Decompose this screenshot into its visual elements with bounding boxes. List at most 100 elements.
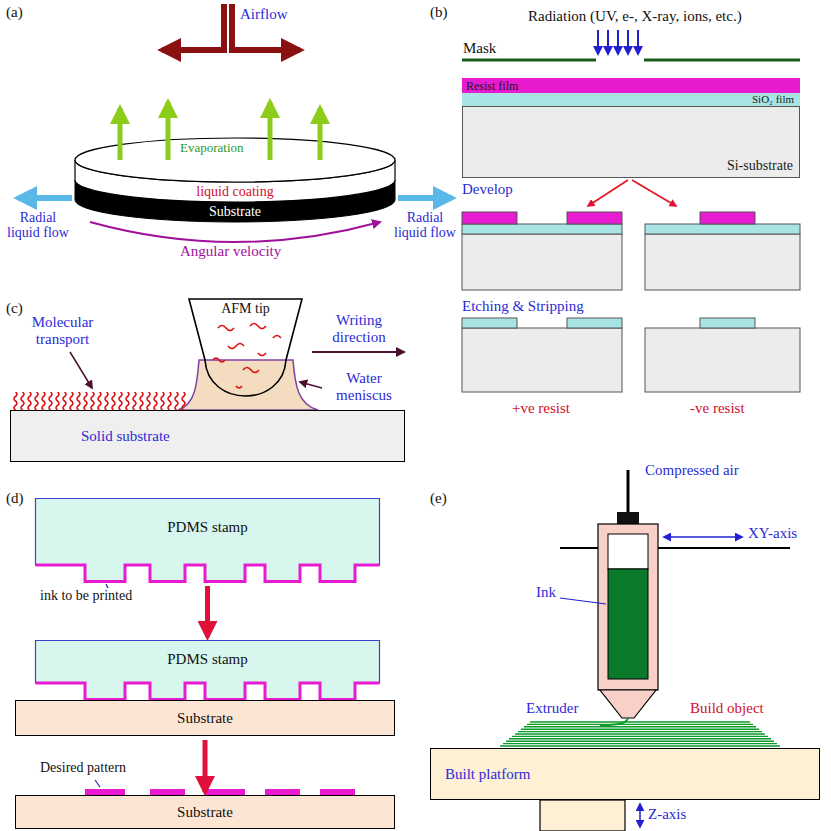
afm-tip-outline-part (228, 344, 244, 349)
extrusion-printer-part (500, 722, 780, 746)
annotation-label: Water meniscus (322, 370, 406, 403)
extrusion-printer-part (664, 536, 742, 538)
lithography-part-part (632, 180, 676, 206)
spin-coating-part-part (268, 102, 273, 160)
extrusion-printer-part (627, 470, 630, 513)
pdms-stamp: PDMS stamp (35, 640, 380, 700)
pdms-stamp-outline-part (36, 683, 380, 700)
resist-band: Resist film (462, 78, 800, 93)
node-label: Solid substrate (81, 429, 170, 444)
lithography-part-part (462, 234, 622, 290)
annotation-label: Ink (536, 584, 556, 601)
extrusion-printer-part (639, 804, 641, 827)
pdms-stamp: PDMS stamp (35, 498, 380, 582)
pdms-stamp-outline (35, 498, 380, 582)
dip-pen-part (178, 360, 318, 410)
afm-tip-outline-part (243, 368, 259, 373)
panel-letter: (e) (430, 490, 447, 507)
afm-tip-outline-part (213, 358, 225, 362)
afm-tip-outline-part (236, 386, 242, 388)
node-label: liquid coating (196, 185, 273, 199)
coating-band: liquid coating (120, 183, 350, 201)
spin-coating-part (162, 4, 224, 50)
spin-coating-part-part (18, 195, 72, 201)
extrusion-printer-part (608, 569, 648, 679)
afm-tip: AFM tip (188, 298, 303, 406)
node-label: Substrate (177, 805, 233, 820)
annotation-label: Z-axis (648, 806, 686, 823)
build-platform: Built platform (430, 748, 820, 800)
lithography-part-part (462, 212, 517, 224)
lithography-part (598, 30, 638, 54)
extrusion-printer-part-part (500, 745, 780, 746)
lithography (462, 30, 800, 392)
spin-coating-part (75, 138, 395, 182)
annotation-label: Mask (463, 40, 496, 57)
dip-pen-part (300, 382, 322, 388)
substrate-box: Substrate (15, 700, 395, 736)
spin-coating-part-part (318, 108, 323, 160)
node-label: PDMS stamp (167, 652, 247, 667)
spin-coating-part (120, 102, 320, 160)
spin-coating-part (90, 222, 380, 242)
annotation-label: Radiation (UV, e-, X-ray, ions, etc.) (528, 8, 742, 25)
node-label: Substrate (209, 205, 261, 219)
extrusion-printer-part (617, 512, 639, 524)
extrusion-printer-part (560, 547, 598, 549)
lithography-part-part (700, 212, 755, 224)
lithography-part-part (462, 328, 622, 392)
lithography-part-part (645, 328, 800, 392)
substrate-box: Solid substrate (10, 410, 405, 462)
extrusion-printer-part (540, 800, 625, 831)
lithography-part-part (567, 318, 622, 328)
spin-coating-part (232, 4, 300, 50)
dip-pen-part (12, 392, 187, 410)
lithography-part (462, 59, 596, 62)
lithography-part-part (567, 212, 622, 224)
panel-letter: (c) (6, 300, 23, 317)
lithography-part-part (645, 234, 800, 290)
annotation-label: Airflow (240, 6, 288, 23)
lithography-part-part (588, 180, 628, 206)
extrusion-printer-part-part (530, 721, 750, 722)
lithography-part (462, 212, 800, 392)
annotation-label: Evaporation (180, 141, 244, 155)
annotation-label: Develop (462, 181, 513, 198)
afm-tip-outline-part (189, 299, 302, 396)
lithography-part-part (637, 30, 639, 54)
afm-tip-outline-part (258, 353, 266, 356)
annotation-label: Extruder (526, 700, 578, 717)
panel-letter: (a) (6, 4, 23, 21)
annotation-label: Radial liquid flow (390, 210, 460, 241)
annotation-label: Radial liquid flow (2, 210, 74, 241)
extrusion-printer-part (658, 547, 790, 549)
node-label: SiO₂ film (752, 94, 794, 105)
extrusion-printer-part-part (506, 741, 774, 742)
annotation-label: Etching & Stripping (462, 298, 584, 315)
spin-coating-part-part (166, 102, 171, 160)
annotation-label: Molecular transport (10, 314, 115, 347)
afm-tip-outline-part (250, 324, 266, 329)
substrate-band: Substrate (120, 203, 350, 221)
extrusion-printer-part (600, 690, 656, 718)
annotation-label: -ve resist (690, 400, 745, 417)
dip-pen-part (312, 351, 404, 353)
spin-coating-part-part (398, 195, 452, 201)
node-label: AFM tip (221, 302, 270, 316)
extrusion-printer-part-part (521, 729, 759, 730)
extrusion-printer-part-part (527, 724, 753, 725)
lithography-part-part (700, 318, 755, 328)
annotation-label: +ve resist (512, 400, 570, 417)
microcontact-printing-part (95, 780, 100, 787)
afm-tip-outline-part (273, 336, 281, 339)
afm-tip-outline-part (218, 326, 234, 331)
extrusion-printer-part-part (512, 736, 768, 737)
process-arrow (205, 586, 210, 637)
extrusion-printer-part-part (515, 733, 765, 734)
panel-letter: (d) (6, 490, 24, 507)
spin-coating (18, 4, 452, 242)
annotation-label: ink to be printed (40, 588, 132, 603)
annotation-label: XY-axis (748, 525, 797, 542)
lithography-part-part (597, 30, 599, 54)
